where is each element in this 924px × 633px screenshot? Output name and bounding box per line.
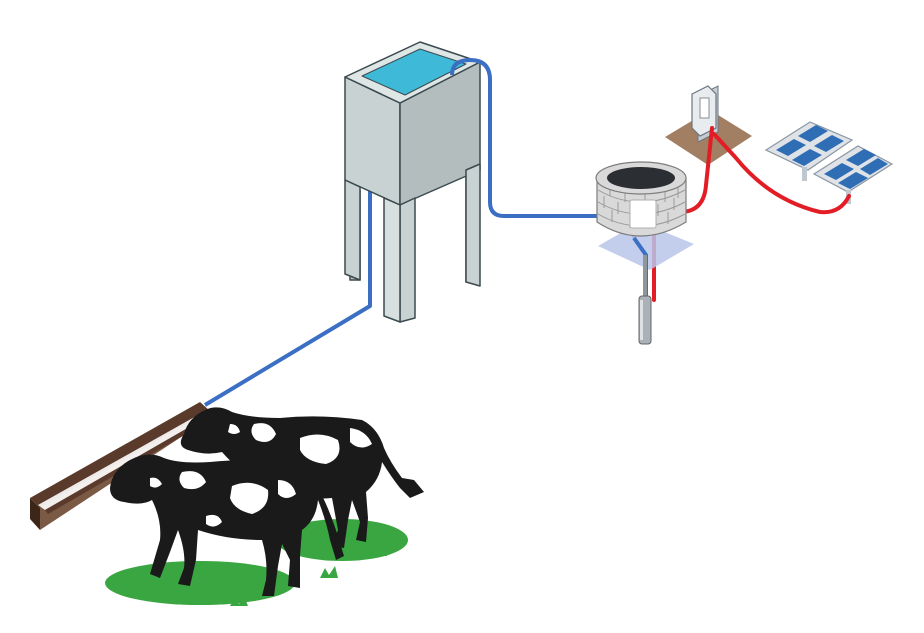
brick-well: [595, 161, 694, 270]
water-tower: [344, 41, 481, 323]
solar-panel-left: [764, 121, 854, 181]
cow-spots-front: [150, 471, 296, 527]
controller-pad: [665, 110, 752, 165]
solar-panel-array: [764, 121, 894, 204]
cattle: [110, 407, 424, 596]
solar-cells-left: [776, 125, 844, 166]
submersible-pump: [632, 236, 652, 345]
pipe-well-to-tower: [450, 58, 636, 238]
trough: [30, 402, 210, 530]
solar-cells-right: [824, 149, 888, 189]
grass-tufts: [148, 547, 387, 606]
cable-panels-to-controller: [712, 132, 851, 215]
cow-icon-front: [110, 454, 344, 596]
